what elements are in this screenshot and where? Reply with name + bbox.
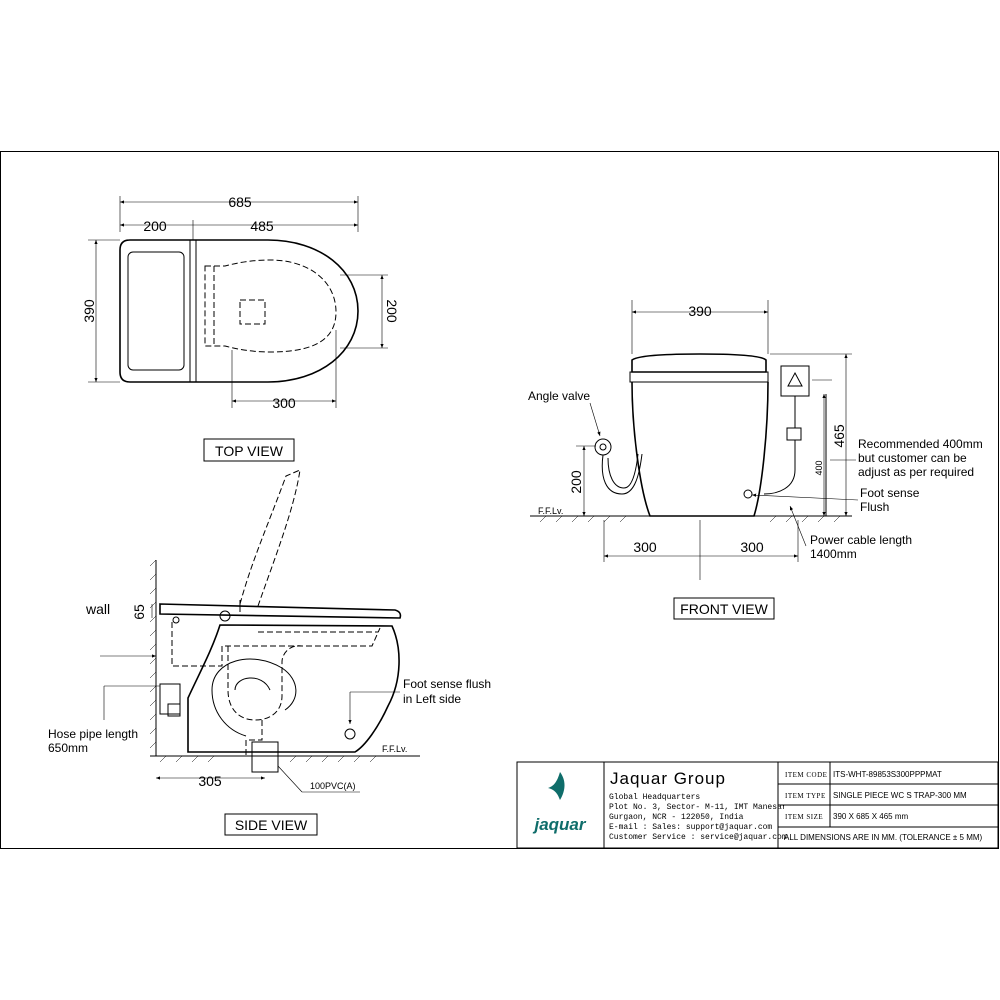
address-line-2: Plot No. 3, Sector- M-11, IMT Manesar — [609, 803, 787, 812]
front-label-recommended-line1: Recommended 400mm — [858, 437, 983, 451]
address-line-3: Gurgaon, NCR - 122050, India — [609, 813, 744, 822]
item-size-label: ITEM SIZE — [785, 813, 823, 821]
company-name: Jaquar Group — [610, 769, 726, 788]
front-label-power-line1: Power cable length — [810, 533, 912, 547]
front-view-caption: FRONT VIEW — [680, 601, 768, 617]
front-dim-valve-height: 200 — [568, 470, 584, 494]
side-label-foot-sense-line1: Foot sense flush — [403, 677, 491, 691]
side-view-caption: SIDE VIEW — [235, 817, 308, 833]
side-label-outlet-pipe: 100PVC(A) — [310, 781, 356, 791]
front-dim-height: 465 — [831, 424, 847, 448]
top-dim-overall-length: 685 — [228, 194, 252, 210]
dimensions-note: ALL DIMENSIONS ARE IN MM. (TOLERANCE ± 5… — [784, 833, 983, 842]
side-label-hose-line1: Hose pipe length — [48, 727, 138, 741]
jaquar-logo-icon — [548, 772, 565, 800]
top-dim-opening-width: 200 — [384, 299, 400, 323]
item-code-value: ITS-WHT-89853S300PPPMAT — [833, 770, 942, 779]
front-dim-left: 300 — [633, 539, 657, 555]
address-line-1: Global Headquarters — [609, 793, 700, 802]
front-view: 390 Angle valve 200 F.F.Lv. 300 300 465 … — [528, 300, 983, 620]
top-view-caption: TOP VIEW — [215, 443, 284, 459]
top-dim-bowl: 485 — [250, 218, 274, 234]
front-dim-socket-height: 400 — [814, 460, 824, 475]
front-dim-width: 390 — [688, 303, 712, 319]
address-line-4: E-mail : Sales: support@jaquar.com — [609, 823, 772, 832]
top-dim-tank: 200 — [143, 218, 167, 234]
front-label-recommended-line2: but customer can be — [858, 451, 967, 465]
side-label-hose-line2: 650mm — [48, 741, 88, 755]
front-label-angle-valve: Angle valve — [528, 389, 590, 403]
top-view: 685 200 485 390 200 300 TOP VIEW — [81, 194, 400, 462]
item-type-value: SINGLE PIECE WC S TRAP-300 MM — [833, 791, 967, 800]
front-dim-right: 300 — [740, 539, 764, 555]
logo-text: jaquar — [532, 815, 586, 834]
side-label-wall: wall — [85, 601, 110, 617]
top-dim-width: 390 — [81, 299, 97, 323]
item-type-label: ITEM TYPE — [785, 792, 826, 800]
front-label-ffl: F.F.Lv. — [538, 506, 563, 516]
sheet-border — [0, 151, 999, 849]
title-block: jaquar Jaquar Group Global Headquarters … — [516, 761, 999, 849]
top-dim-opening-length: 300 — [272, 395, 296, 411]
side-label-ffl: F.F.Lv. — [382, 744, 407, 754]
front-label-power-line2: 1400mm — [810, 547, 857, 561]
address-line-5: Customer Service : service@jaquar.com — [609, 833, 787, 842]
side-view: wall 65 Hose pipe length 650mm Foot sens… — [48, 469, 491, 836]
front-label-recommended-line3: adjust as per required — [858, 465, 974, 479]
front-label-foot-sense-line1: Foot sense — [860, 486, 920, 500]
side-dim-seat-height: 65 — [131, 604, 147, 620]
side-label-foot-sense-line2: in Left side — [403, 692, 461, 706]
side-dim-outlet: 305 — [198, 773, 222, 789]
item-size-value: 390 X 685 X 465 mm — [833, 812, 908, 821]
front-label-foot-sense-line2: Flush — [860, 500, 889, 514]
item-code-label: ITEM CODE — [785, 771, 827, 779]
